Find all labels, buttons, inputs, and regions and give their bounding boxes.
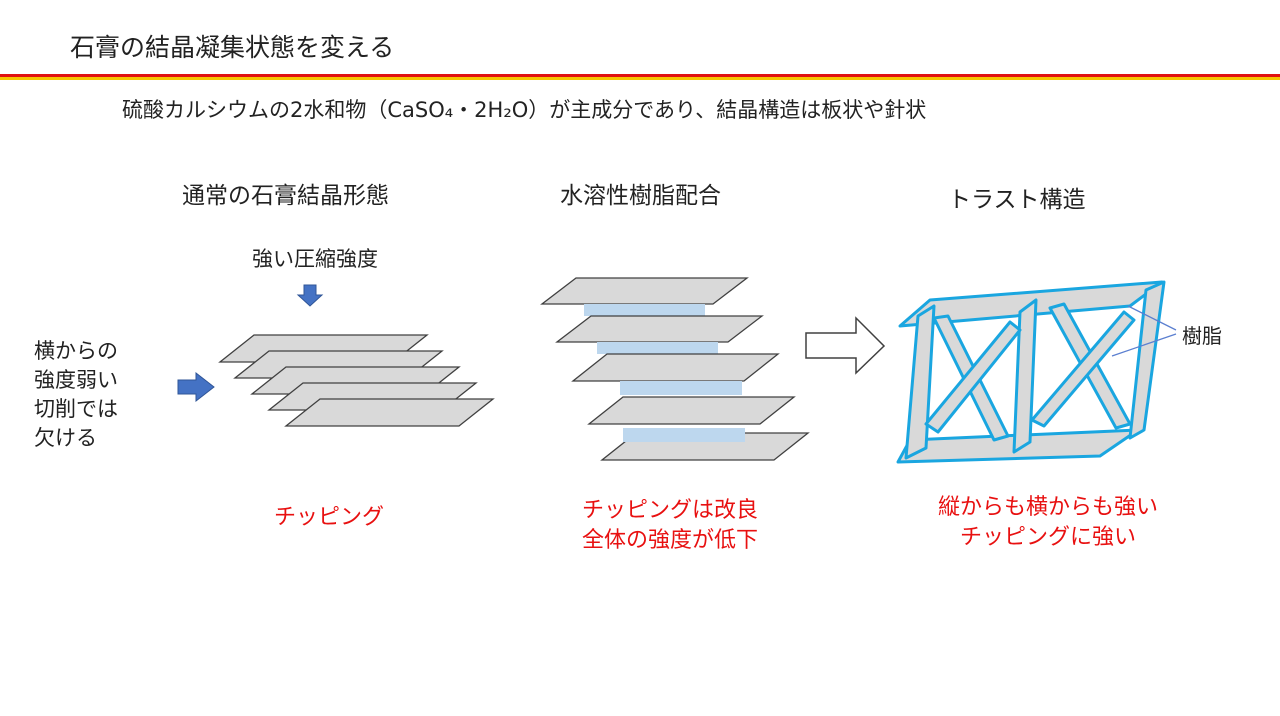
resin-layer [584,304,705,316]
gypsum-plate [540,277,749,305]
side-label-line: 強度弱い [34,368,118,392]
resin-label: 樹脂 [1182,324,1222,348]
gypsum-plate [571,353,780,382]
gypsum-plate [587,396,796,425]
panel-heading-resin: 水溶性樹脂配合 [560,183,721,209]
slide-title: 石膏の結晶凝集状態を変える [70,33,395,62]
resin-layer [597,342,718,354]
normal-crystal-stack [218,334,495,427]
truss-right-post [1128,280,1166,440]
truss-left-post [904,304,936,460]
side-strength-label: 横からの 強度弱い 切削では 欠ける [34,337,118,453]
pressure-label: 強い圧縮強度 [252,247,378,271]
truss-diagonal [924,320,1022,434]
gypsum-plate [555,315,764,343]
result-resin: チッピングは改良 全体の強度が低下 [540,496,800,556]
resin-crystal-stack [540,277,810,461]
title-rule-red [0,74,1280,77]
result-line: チッピングに強い [959,525,1136,550]
result-normal: チッピング [274,503,384,533]
result-line: チッピング [274,505,385,530]
transition-arrow-icon [805,316,886,375]
truss-middle-post [1012,298,1038,454]
gypsum-plate [284,398,495,427]
truss-structure [896,280,1166,464]
side-label-line: 横からの [34,339,118,363]
right-arrow-icon [177,371,215,403]
panel-heading-truss: トラスト構造 [948,187,1086,213]
truss-diagonal [1030,310,1136,428]
panel-heading-normal: 通常の石膏結晶形態 [182,183,389,209]
result-line: チッピングは改良 [581,498,758,523]
result-line: 縦からも横からも強い [937,495,1158,520]
slide-subtitle: 硫酸カルシウムの2水和物（CaSO₄・2H₂O）が主成分であり、結晶構造は板状や… [122,98,927,122]
result-line: 全体の強度が低下 [581,528,758,553]
resin-layer [623,429,745,442]
resin-pointer [1111,305,1177,357]
down-arrow-icon [296,284,324,307]
result-truss: 縦からも横からも強い チッピングに強い [888,493,1208,553]
side-label-line: 欠ける [34,426,97,450]
resin-layer [620,381,742,395]
side-label-line: 切削では [34,397,118,421]
title-rule-yellow [0,77,1280,80]
